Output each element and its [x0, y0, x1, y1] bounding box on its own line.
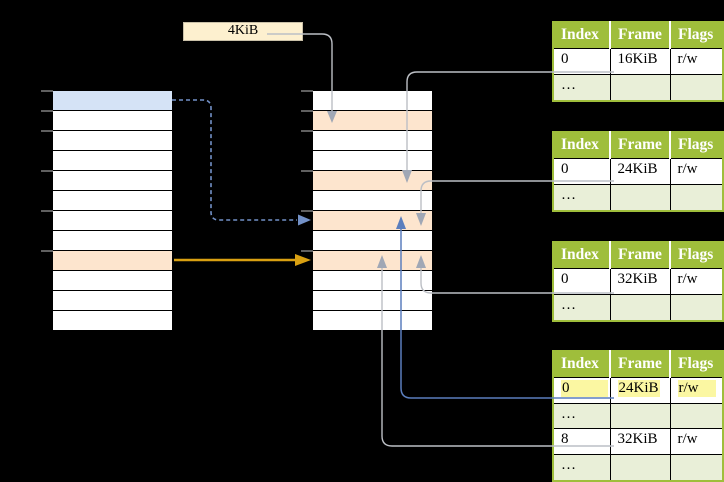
table-cell: [669, 454, 723, 481]
table-cell: r/w: [669, 48, 723, 75]
memory-cell: [53, 171, 172, 191]
table-cell: r/w: [669, 158, 723, 185]
table-row: …: [553, 454, 723, 481]
page-size-label: 4KiB: [183, 22, 303, 41]
table-cell: 0: [553, 158, 611, 185]
table-cell: r/w: [669, 268, 723, 295]
table-cell: …: [553, 454, 611, 481]
memory-cell: [53, 291, 172, 311]
table-cell: …: [553, 183, 611, 211]
column-header: Frame: [610, 132, 671, 159]
table-cell: 8: [553, 428, 611, 456]
address-ticks-middle: [301, 90, 313, 252]
memory-cell: [53, 91, 172, 111]
connector-page-to-frame-dashed: [172, 99, 311, 226]
table-cell: [669, 183, 723, 211]
table-row: …: [553, 402, 723, 430]
memory-cell: [313, 211, 432, 231]
column-header: Flags: [670, 351, 723, 378]
table-cell: r/w: [669, 377, 723, 404]
column-header: Frame: [610, 242, 671, 269]
connector-page-to-frame-orange: [174, 254, 311, 266]
memory-cell: [313, 91, 432, 111]
table-cell: 32KiB: [609, 428, 671, 456]
memory-cell: [53, 251, 172, 271]
column-header: Index: [553, 242, 611, 269]
page-size-text: 4KiB: [227, 23, 259, 38]
table-cell: r/w: [669, 428, 723, 456]
physical-memory-column: [313, 91, 432, 330]
table-cell: …: [553, 293, 611, 321]
memory-cell: [53, 131, 172, 151]
column-header: Index: [553, 22, 611, 49]
table-cell: 0: [553, 48, 611, 75]
column-header: Frame: [610, 351, 671, 378]
memory-cell: [53, 271, 172, 291]
table-cell: 24KiB: [609, 377, 671, 404]
memory-cell: [313, 111, 432, 131]
memory-cell: [53, 211, 172, 231]
table-cell: [609, 73, 671, 101]
memory-cell: [313, 251, 432, 271]
column-header: Flags: [670, 242, 723, 269]
column-header: Index: [553, 351, 611, 378]
table-row: …: [553, 73, 723, 101]
table-cell: 16KiB: [609, 48, 671, 75]
table-cell: …: [553, 402, 611, 430]
memory-cell: [313, 271, 432, 291]
memory-cell: [53, 231, 172, 251]
table-cell: [669, 293, 723, 321]
memory-cell: [313, 131, 432, 151]
memory-cell: [53, 311, 172, 330]
memory-cell: [53, 191, 172, 211]
memory-cell: [313, 151, 432, 171]
column-header: Index: [553, 132, 611, 159]
table-row: …: [553, 183, 723, 211]
table-cell: [609, 183, 671, 211]
column-header: Frame: [610, 22, 671, 49]
table-cell: 0: [553, 268, 611, 295]
memory-cell: [53, 151, 172, 171]
table-cell: [669, 402, 723, 430]
table-row: …: [553, 293, 723, 321]
memory-cell: [313, 231, 432, 251]
address-ticks-left: [41, 90, 53, 252]
memory-cell: [313, 191, 432, 211]
memory-cell: [313, 311, 432, 330]
highlighted-value: 24KiB: [617, 380, 660, 397]
virtual-memory-column: [53, 91, 172, 330]
highlighted-value: 0: [561, 380, 608, 397]
table-cell: 24KiB: [609, 158, 671, 185]
highlighted-value: r/w: [677, 380, 716, 397]
memory-cell: [313, 291, 432, 311]
table-cell: …: [553, 73, 611, 101]
column-header: Flags: [670, 22, 723, 49]
memory-cell: [53, 111, 172, 131]
table-row: 0 24KiB r/w: [553, 377, 723, 404]
memory-cell: [313, 171, 432, 191]
column-header: Flags: [670, 132, 723, 159]
table-cell: [609, 402, 671, 430]
table-cell: 0: [553, 377, 611, 404]
table-cell: [609, 293, 671, 321]
table-cell: [669, 73, 723, 101]
table-cell: [609, 454, 671, 481]
table-cell: 32KiB: [609, 268, 671, 295]
